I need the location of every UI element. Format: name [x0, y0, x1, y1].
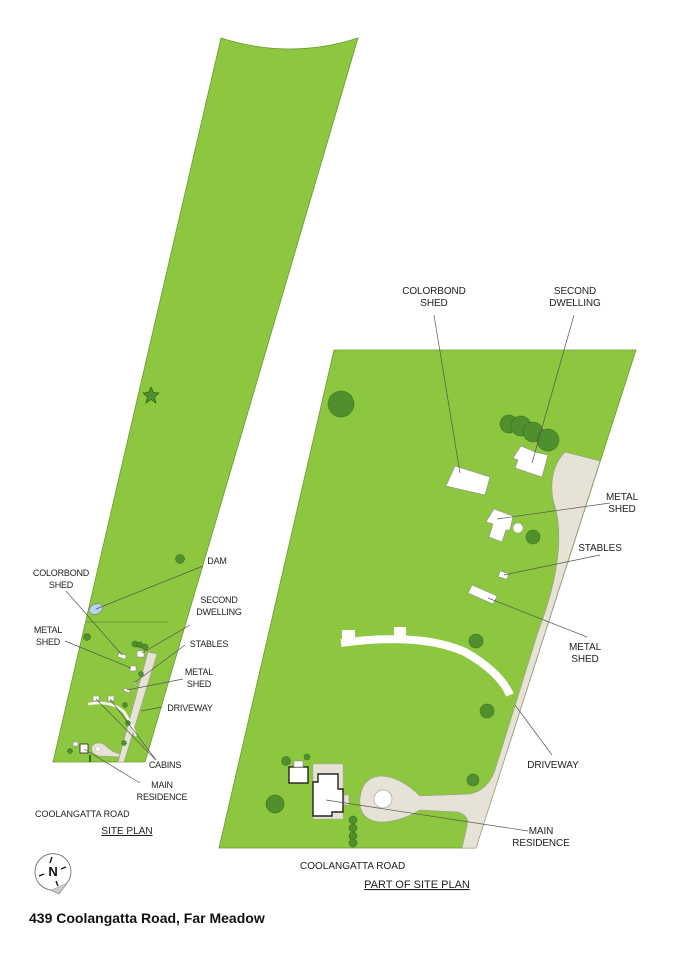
second-dwelling-building	[512, 445, 549, 478]
label-main-residence-2: RESIDENCE	[512, 838, 570, 849]
metal-shed-building	[123, 687, 131, 694]
leader-metal-shed-a	[496, 502, 611, 520]
leader-second-dwelling	[141, 624, 191, 654]
north-arrow-icon: N	[34, 853, 72, 895]
cabins-path	[87, 701, 138, 737]
leader-main-residence	[83, 748, 141, 784]
tree-icon	[175, 554, 185, 564]
tree-icon	[479, 703, 495, 719]
label-stables: STABLES	[190, 639, 229, 649]
cabin-building	[342, 630, 355, 642]
label-colorbond-shed: COLORBOND	[33, 568, 90, 578]
garage-building	[288, 766, 309, 784]
metal-shed-building	[467, 584, 498, 605]
leader-metal-shed-a	[64, 640, 132, 669]
outbuilding	[72, 741, 79, 747]
leader-driveway	[514, 704, 553, 756]
leader-stables	[133, 644, 186, 684]
leader-colorbond-shed	[65, 590, 123, 656]
metal-shed-building	[485, 508, 514, 543]
turning-circle-island	[95, 746, 101, 752]
hedge-row	[89, 755, 91, 762]
hedge-row	[348, 815, 358, 848]
tree-icon	[468, 633, 484, 649]
leader-main-residence	[325, 799, 529, 832]
tree-icon	[281, 756, 291, 766]
tree-icon	[138, 671, 144, 677]
outbuilding-annex	[293, 760, 304, 768]
label-second-dwelling: SECOND	[200, 595, 238, 605]
leader-metal-shed-b	[487, 597, 588, 638]
tree-icon	[327, 390, 355, 418]
cabin-building	[92, 695, 100, 702]
cabin-building	[107, 695, 115, 702]
tree-icon	[121, 740, 127, 746]
label-main-residence: MAIN	[529, 826, 554, 837]
main-residence-building	[312, 773, 344, 817]
label-second-dwelling-2: DWELLING	[196, 607, 242, 617]
tree-icon	[67, 748, 73, 754]
leader-cabins-1	[95, 698, 157, 761]
part-site-plan: COLORBOND SHED SECOND DWELLING METAL SHE…	[218, 286, 639, 891]
cabins-path	[340, 635, 514, 697]
page-title: 439 Coolangatta Road, Far Meadow	[29, 910, 265, 926]
part-site-plan-lot	[218, 349, 637, 849]
label-colorbond-shed-2: SHED	[49, 580, 74, 590]
tree-icon	[83, 633, 91, 641]
site-plan-lot	[52, 37, 359, 763]
label-metal-shed-a: METAL	[606, 492, 639, 503]
label-main-residence: MAIN	[151, 780, 173, 790]
leader-driveway	[140, 706, 163, 712]
tree-icon	[122, 702, 128, 708]
leader-colorbond-shed	[433, 314, 461, 474]
site-plan-caption: SITE PLAN	[101, 826, 152, 837]
entry-steps	[343, 794, 350, 806]
label-colorbond-shed: COLORBOND	[402, 286, 466, 297]
label-cabins: CABINS	[149, 760, 182, 770]
driveway	[359, 451, 601, 849]
road-label: COOLANGATTA ROAD	[35, 809, 130, 819]
leader-second-dwelling	[531, 314, 575, 464]
cabin-building	[394, 627, 406, 638]
label-metal-shed-b-2: SHED	[571, 654, 598, 665]
leader-cabins-2	[109, 698, 157, 761]
part-site-plan-caption: PART OF SITE PLAN	[364, 879, 470, 891]
metal-shed-building	[129, 665, 137, 672]
tree-icon	[141, 643, 149, 651]
tree-icon	[525, 529, 541, 545]
label-second-dwelling: SECOND	[554, 286, 596, 297]
label-second-dwelling-2: DWELLING	[549, 298, 601, 309]
label-metal-shed-a-2: SHED	[608, 504, 635, 515]
tree-icon	[131, 640, 139, 648]
main-residence-building	[79, 743, 89, 754]
tree-icon	[536, 428, 560, 452]
stables-building	[497, 570, 509, 580]
label-driveway: DRIVEWAY	[167, 703, 213, 713]
tree-icon	[466, 773, 480, 787]
palm-tree-icon	[142, 386, 160, 404]
label-colorbond-shed-2: SHED	[420, 298, 447, 309]
leader-dam	[95, 565, 204, 610]
label-dam: DAM	[207, 556, 226, 566]
label-metal-shed-b: METAL	[185, 667, 214, 677]
label-driveway: DRIVEWAY	[527, 760, 579, 771]
label-metal-shed-a: METAL	[34, 625, 63, 635]
turning-circle-island	[373, 789, 393, 809]
north-letter: N	[48, 864, 57, 879]
colorbond-shed-building	[445, 465, 491, 496]
tree-icon	[265, 794, 285, 814]
label-metal-shed-b: METAL	[569, 642, 602, 653]
label-metal-shed-b-2: SHED	[187, 679, 212, 689]
colorbond-shed-building	[117, 652, 127, 660]
label-metal-shed-a-2: SHED	[36, 637, 61, 647]
leader-metal-shed-b	[126, 678, 184, 691]
water-tank-icon	[512, 522, 524, 534]
site-plan: DAM COLORBOND SHED SECOND DWELLING METAL…	[33, 37, 359, 837]
label-stables: STABLES	[578, 543, 622, 554]
second-dwelling-building	[136, 650, 145, 658]
road-label: COOLANGATTA ROAD	[300, 861, 405, 872]
tree-icon	[303, 753, 311, 761]
label-main-residence-2: RESIDENCE	[137, 792, 188, 802]
leader-stables	[503, 554, 601, 576]
